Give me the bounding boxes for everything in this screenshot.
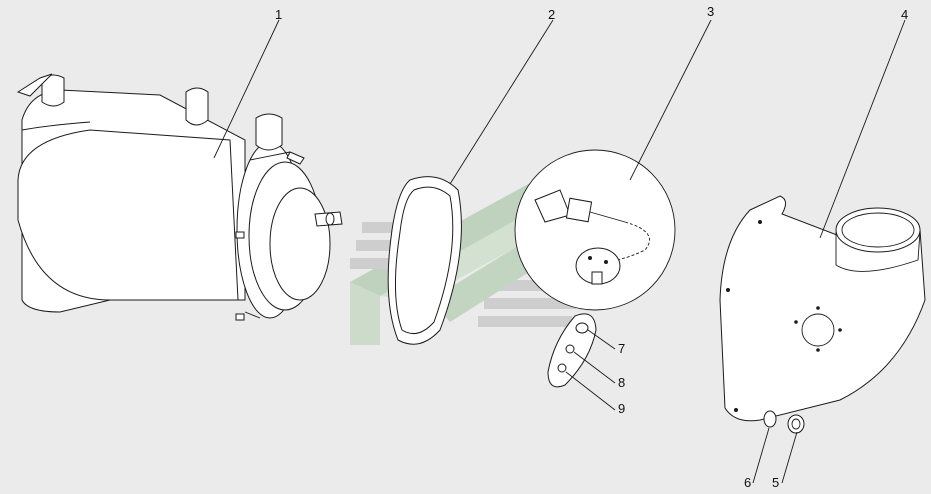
callout-9: 9	[618, 401, 625, 416]
leader-lines	[213, 19, 906, 484]
callout-1: 1	[275, 7, 282, 22]
callout-4: 4	[901, 7, 908, 22]
sensor-detail-circle	[514, 149, 676, 311]
callout-5: 5	[772, 475, 779, 490]
callout-6: 6	[744, 475, 751, 490]
callout-7: 7	[618, 341, 625, 356]
callout-2: 2	[548, 7, 555, 22]
gasket-ring	[387, 176, 462, 345]
heater-housing	[16, 73, 343, 321]
sensor-plate	[547, 313, 597, 388]
callout-3: 3	[707, 4, 714, 19]
nut-6	[763, 410, 777, 428]
callout-labels: 1 2 3 4 5 6 7 8 9	[275, 4, 908, 490]
nut-5	[787, 414, 805, 434]
callout-8: 8	[618, 375, 625, 390]
elbow-adapter	[719, 195, 926, 422]
